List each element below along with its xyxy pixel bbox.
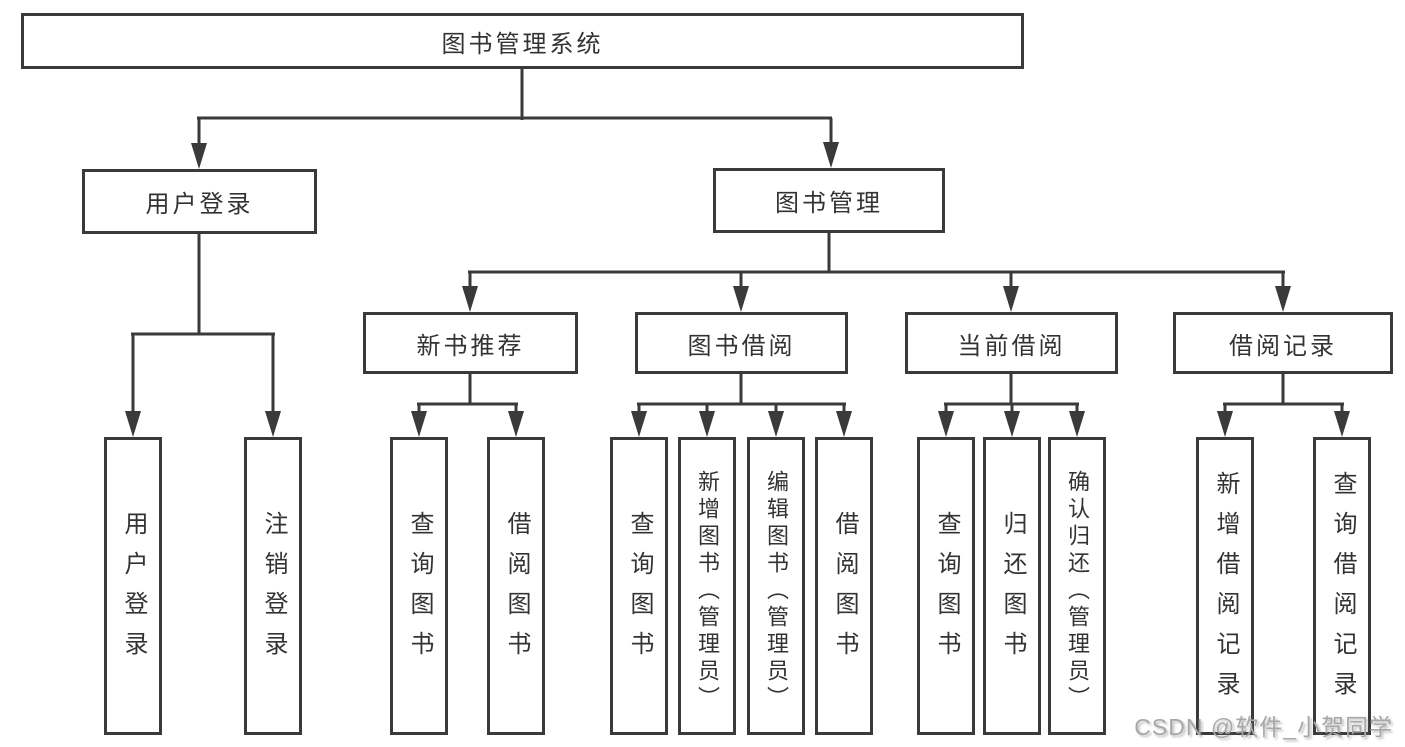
arrow-icon — [191, 143, 207, 169]
leaf-query-books-2: 查询图书 — [610, 437, 668, 735]
arrow-icon — [631, 411, 647, 437]
node-label: 确认归还（管理员） — [1065, 469, 1090, 713]
arrow-icon — [733, 286, 749, 312]
node-label: 新书推荐 — [416, 332, 525, 360]
arrow-icon — [265, 411, 281, 437]
leaf-confirm-return-admin: 确认归还（管理员） — [1048, 437, 1106, 735]
node-label: 编辑图书（管理员） — [764, 469, 789, 713]
arrow-icon — [836, 411, 852, 437]
node-book-management-branch: 图书管理 — [713, 168, 945, 233]
csdn-watermark: CSDN @软件_小贺同学 — [1134, 714, 1393, 740]
arrow-icon — [1334, 411, 1350, 437]
leaf-borrow-books-2: 借阅图书 — [815, 437, 873, 735]
node-label: 用户登录 — [145, 191, 254, 218]
node-label: 当前借阅 — [957, 332, 1066, 360]
leaf-edit-book-admin: 编辑图书（管理员） — [747, 437, 805, 735]
arrow-icon — [508, 411, 524, 437]
node-label: 图书管理系统 — [441, 30, 604, 58]
arrow-icon — [462, 286, 478, 312]
leaf-query-books-1: 查询图书 — [390, 437, 448, 735]
node-label: 借阅记录 — [1229, 332, 1337, 360]
node-label: 用户登录 — [120, 511, 147, 671]
node-label: 查询图书 — [406, 511, 433, 671]
node-label: 图书借阅 — [687, 332, 796, 360]
arrow-icon — [411, 411, 427, 437]
node-label: 注销登录 — [260, 511, 287, 671]
node-label: 新增借阅记录 — [1212, 471, 1239, 711]
leaf-add-borrow-record: 新增借阅记录 — [1196, 437, 1254, 735]
leaf-return-books: 归还图书 — [983, 437, 1041, 735]
node-root-library-system: 图书管理系统 — [21, 13, 1024, 69]
leaf-user-login: 用户登录 — [104, 437, 162, 735]
node-label: 查询借阅记录 — [1329, 471, 1356, 711]
node-label: 借阅图书 — [831, 511, 858, 671]
node-label: 查询图书 — [933, 511, 960, 671]
arrow-icon — [768, 411, 784, 437]
node-new-book-recommend: 新书推荐 — [363, 312, 578, 374]
arrow-icon — [1275, 286, 1291, 312]
node-book-borrowing: 图书借阅 — [635, 312, 848, 374]
leaf-query-books-3: 查询图书 — [917, 437, 975, 735]
node-borrow-records: 借阅记录 — [1173, 312, 1393, 374]
node-label: 查询图书 — [626, 511, 653, 671]
node-user-login-branch: 用户登录 — [82, 169, 317, 234]
node-label: 图书管理 — [775, 190, 883, 217]
arrow-icon — [938, 411, 954, 437]
node-label: 新增图书（管理员） — [695, 469, 720, 713]
arrowheads — [125, 142, 1350, 437]
arrow-icon — [1003, 286, 1019, 312]
node-label: 归还图书 — [999, 511, 1026, 671]
arrow-icon — [1004, 411, 1020, 437]
leaf-borrow-books-1: 借阅图书 — [487, 437, 545, 735]
arrow-icon — [823, 142, 839, 168]
node-current-borrowing: 当前借阅 — [905, 312, 1118, 374]
arrow-icon — [1069, 411, 1085, 437]
arrow-icon — [1217, 411, 1233, 437]
leaf-logout: 注销登录 — [244, 437, 302, 735]
leaf-add-book-admin: 新增图书（管理员） — [678, 437, 736, 735]
leaf-query-borrow-record: 查询借阅记录 — [1313, 437, 1371, 735]
arrow-icon — [699, 411, 715, 437]
arrow-icon — [125, 411, 141, 437]
node-label: 借阅图书 — [503, 511, 530, 671]
